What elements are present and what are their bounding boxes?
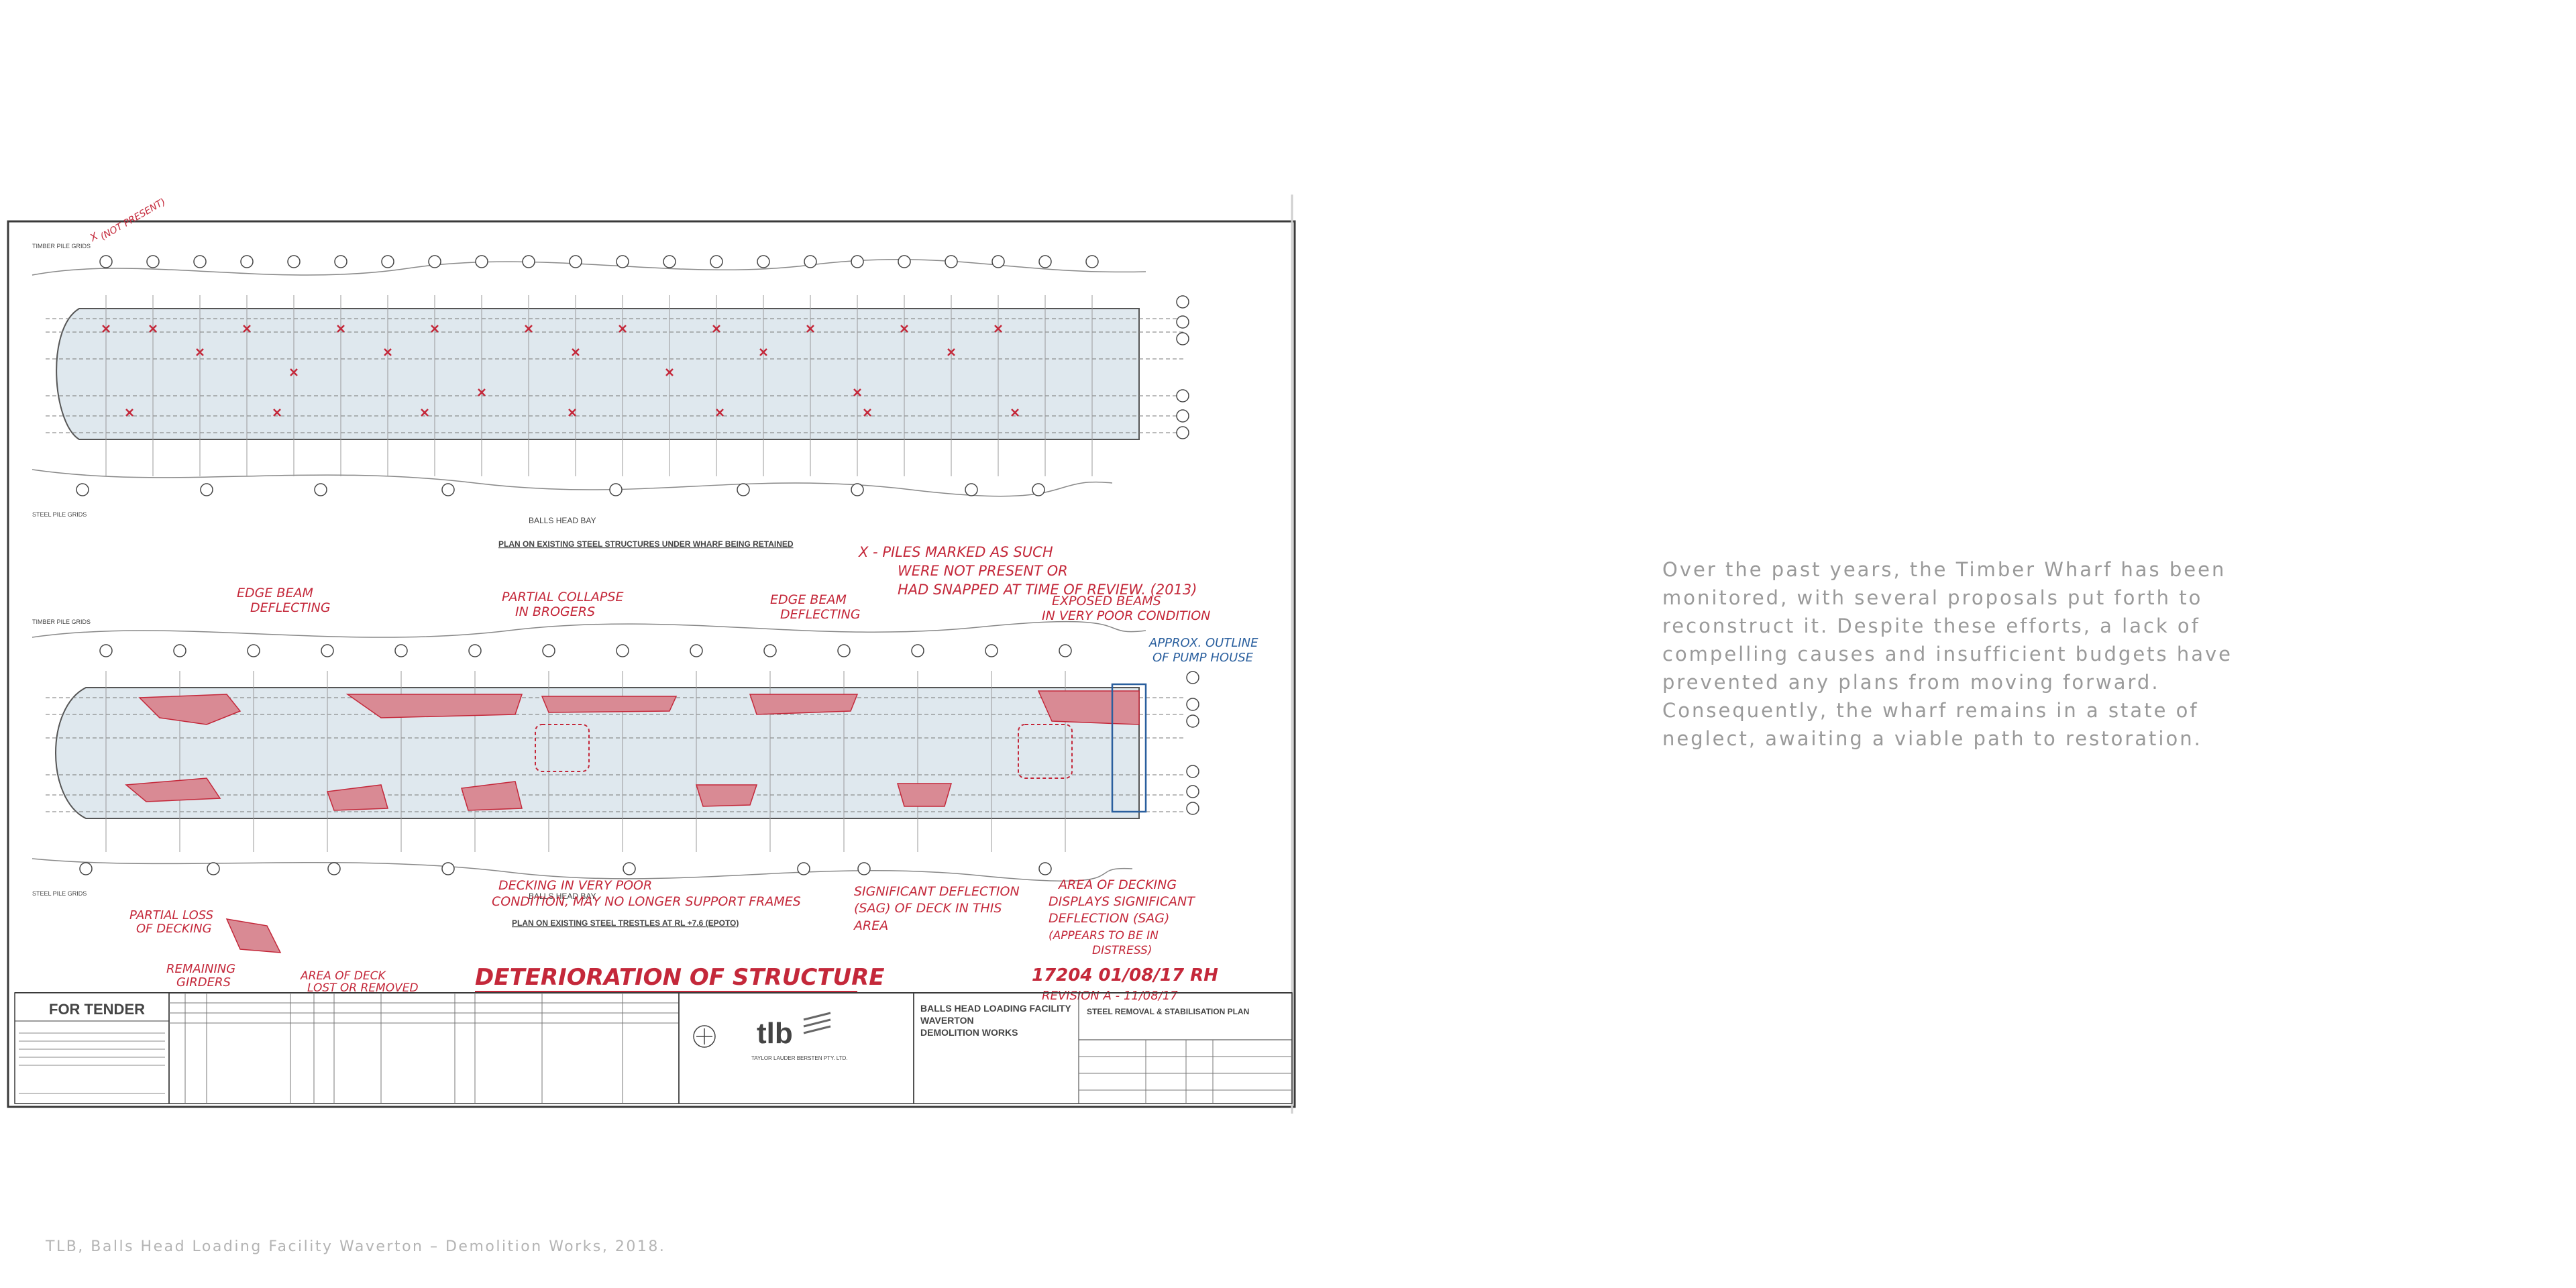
bay-label-bottom: BALLS HEAD BAY: [529, 892, 596, 901]
edge-beam-mid-1: EDGE BEAM: [770, 592, 847, 607]
significant-2: (SAG) OF DECK IN THIS: [854, 901, 1002, 916]
significant-3: AREA: [853, 918, 888, 933]
timber-pile-grids-bottom: TIMBER PILE GRIDS: [32, 619, 91, 625]
remaining-girders-1: REMAINING: [166, 962, 235, 976]
bottom-annotations: EDGE BEAM DEFLECTING PARTIAL COLLAPSE IN…: [129, 586, 1258, 1003]
wharf-bottom-outline: [55, 687, 1140, 819]
north-arrow-icon: [693, 1025, 716, 1048]
piles-note: X - PILES MARKED AS SUCH WERE NOT PRESEN…: [858, 544, 1197, 598]
partial-loss-1: PARTIAL LOSS: [129, 908, 213, 922]
drawing-sheet: TIMBER PILE GRIDS STEEL PILE GRIDS BALLS…: [5, 195, 1300, 1114]
pump-house-note-1: APPROX. OUTLINE: [1148, 636, 1258, 650]
piles-note-line-2: WERE NOT PRESENT OR: [898, 563, 1068, 579]
steel-pile-grids-top: STEEL PILE GRIDS: [32, 511, 87, 518]
plan-bottom-label: PLAN ON EXISTING STEEL TRESTLES AT RL +7…: [512, 918, 739, 928]
edge-beam-mid-2: DEFLECTING: [780, 607, 861, 622]
partial-collapse-2: IN BROGERS: [515, 604, 595, 619]
area-decking-3: DEFLECTION (SAG): [1049, 911, 1169, 926]
image-caption: TLB, Balls Head Loading Facility Waverto…: [46, 1238, 666, 1255]
title-block: FOR TENDER: [14, 992, 1293, 1104]
revision-note: REVISION A - 11/08/17: [1042, 989, 1178, 1003]
piles-note-line-3: HAD SNAPPED AT TIME OF REVIEW. (2013): [898, 582, 1197, 598]
plan-top-label: PLAN ON EXISTING STEEL STRUCTURES UNDER …: [498, 539, 794, 549]
bottom-plan: TIMBER PILE GRIDS STEEL PILE GRIDS BALLS…: [32, 619, 1199, 928]
steel-pile-grids-bottom: STEEL PILE GRIDS: [32, 890, 87, 897]
description-paragraph: Over the past years, the Timber Wharf ha…: [1662, 558, 2233, 750]
bay-label-top: BALLS HEAD BAY: [529, 516, 596, 525]
partial-loss-sketch: [225, 918, 282, 953]
area-decking-2: DISPLAYS SIGNIFICANT: [1049, 894, 1195, 909]
piles-note-line-1: X - PILES MARKED AS SUCH: [858, 544, 1053, 560]
partial-collapse-1: PARTIAL COLLAPSE: [502, 590, 623, 604]
tlb-logo-mark: [803, 1012, 831, 1034]
significant-1: SIGNIFICANT DEFLECTION: [854, 884, 1020, 899]
remaining-girders-2: GIRDERS: [176, 975, 231, 989]
decking-poor-2: CONDITION, MAY NO LONGER SUPPORT FRAMES: [492, 894, 801, 909]
area-decking-4: (APPEARS TO BE IN: [1049, 929, 1159, 943]
for-tender: FOR TENDER: [49, 1001, 145, 1018]
firm-name: TAYLOR LAUDER BERSTEN PTY. LTD.: [751, 1055, 847, 1061]
pump-house-note-2: OF PUMP HOUSE: [1152, 651, 1254, 665]
project-title-1: BALLS HEAD LOADING FACILITY: [920, 1003, 1071, 1014]
date-stamp: 17204 01/08/17 RH: [1032, 965, 1218, 985]
edge-beam-left-2: DEFLECTING: [250, 600, 331, 615]
exposed-beams-1: EXPOSED BEAMS: [1052, 594, 1161, 608]
top-plan: TIMBER PILE GRIDS STEEL PILE GRIDS BALLS…: [32, 197, 1189, 549]
sheet-title: STEEL REMOVAL & STABILISATION PLAN: [1087, 1007, 1249, 1016]
drawing-svg: TIMBER PILE GRIDS STEEL PILE GRIDS BALLS…: [7, 195, 1296, 1114]
project-title-2: WAVERTON: [920, 1015, 974, 1026]
area-lost-2: LOST OR REMOVED: [307, 981, 419, 995]
area-lost-1: AREA OF DECK: [300, 969, 386, 983]
area-decking-5: DISTRESS): [1092, 944, 1152, 957]
edge-beam-left-1: EDGE BEAM: [237, 586, 313, 600]
heading-deterioration: DETERIORATION OF STRUCTURE: [475, 964, 884, 991]
pump-house-outline: [1111, 683, 1147, 813]
partial-loss-2: OF DECKING: [136, 922, 212, 936]
wharf-top-outline: [56, 308, 1140, 440]
project-title-3: DEMOLITION WORKS: [920, 1027, 1018, 1038]
tlb-logo: tlb: [757, 1017, 793, 1050]
exposed-beams-2: IN VERY POOR CONDITION: [1042, 608, 1210, 623]
timber-pile-grids-top: TIMBER PILE GRIDS: [32, 243, 91, 250]
decking-poor-1: DECKING IN VERY POOR: [498, 878, 652, 893]
area-decking-1: AREA OF DECKING: [1057, 877, 1177, 892]
